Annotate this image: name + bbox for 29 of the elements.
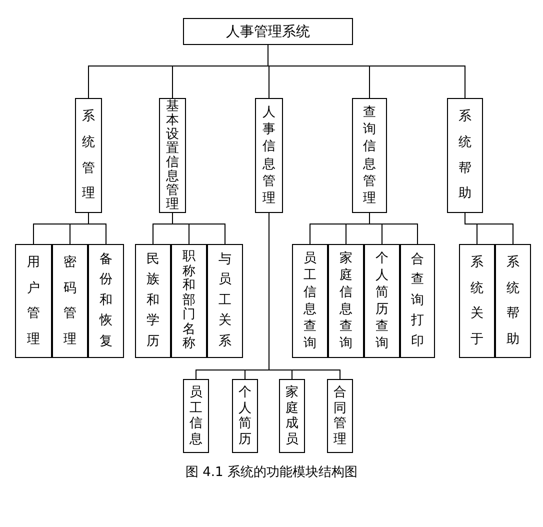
module-box: 人事信息管理 [255,98,283,213]
module-box: 系统关于 [459,244,495,358]
module-box: 民族和学历 [135,244,171,358]
module-box: 系统帮助 [447,98,483,213]
module-box: 备份和恢复 [88,244,124,358]
module-box: 职称和部门名称 [171,244,207,358]
title-box: 人事管理系统 [183,18,353,45]
figure-caption: 图 4.1 系统的功能模块结构图 [186,464,358,481]
module-box: 基本设置信息管理 [159,98,186,213]
connector-line [268,212,340,380]
module-box: 员工信息查询 [292,244,328,358]
module-box: 个人简历查询 [364,244,400,358]
module-box: 密码管理 [52,244,88,358]
module-box: 个人简历 [232,379,258,453]
connector-line [369,212,418,244]
module-box: 查询信息管理 [352,98,387,213]
connector-line [464,212,514,244]
module-box: 合查询打印 [400,244,435,358]
connector-line [88,212,106,244]
connector-line [268,44,466,98]
module-box: 与员工关系 [207,244,243,358]
module-box: 员工信息 [183,379,209,453]
module-box: 用户管理 [15,244,52,358]
module-box: 系统帮助 [495,244,531,358]
connector-line [172,212,226,244]
module-box: 家庭信息查询 [328,244,364,358]
module-box: 家庭成员 [279,379,305,453]
module-box: 合同管理 [327,379,353,453]
module-box: 系统管理 [75,98,102,213]
